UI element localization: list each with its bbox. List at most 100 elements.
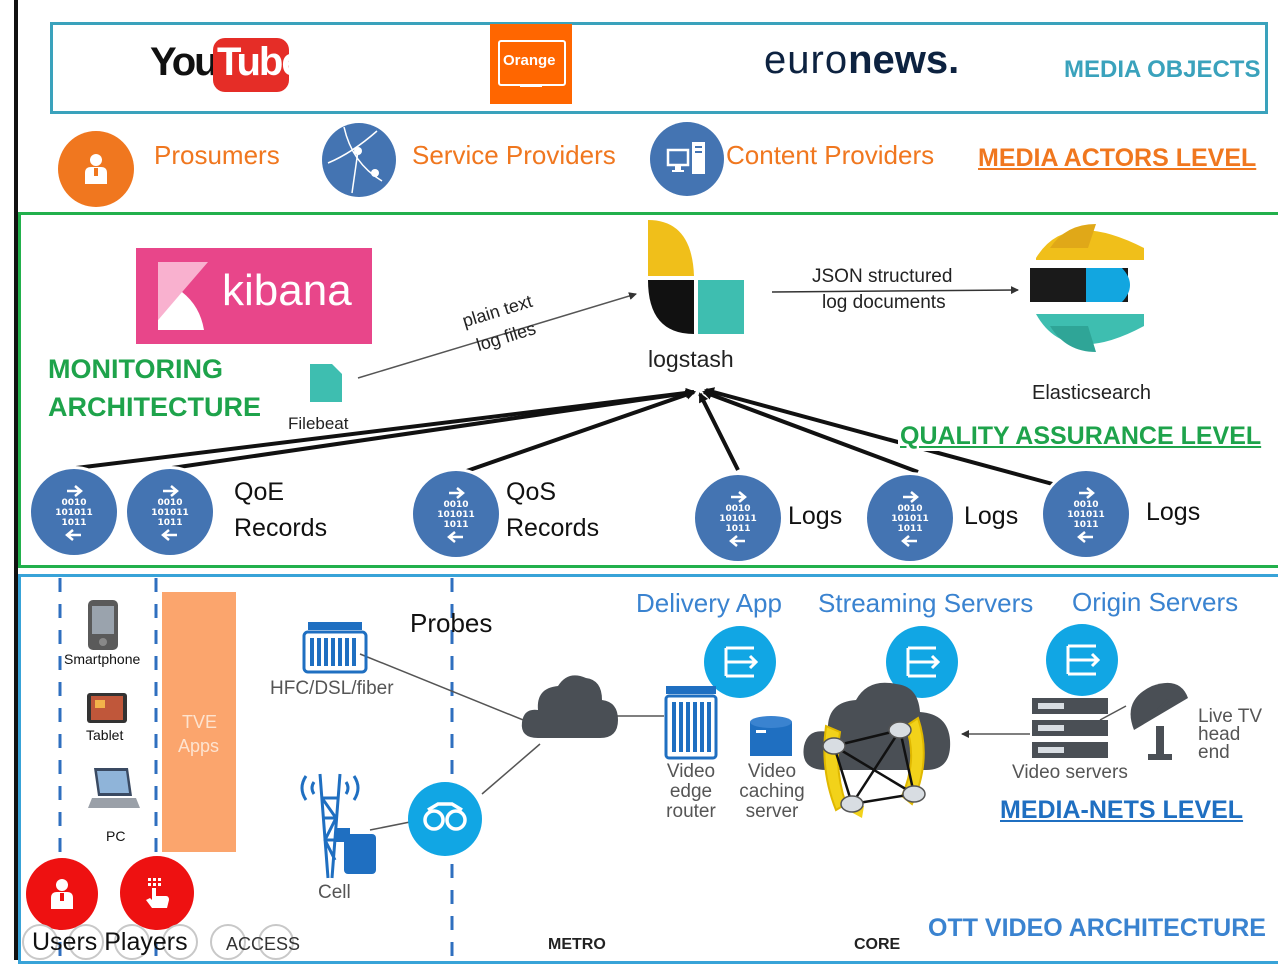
caching-server-icon [750, 716, 792, 756]
origin-probe-icon [1046, 624, 1118, 696]
cell-tower-icon [300, 773, 376, 879]
router-icon [408, 782, 482, 856]
youtube-logo: You Tube [150, 38, 304, 94]
euronews-logo: euronews. [764, 38, 959, 88]
kibana-logo: kibana [136, 248, 372, 344]
media-objects-title: MEDIA OBJECTS [1064, 56, 1261, 83]
edge-router-label-2: edge [669, 781, 713, 802]
logstash-logo [648, 220, 744, 334]
caching-server-label: Video caching server [734, 762, 810, 822]
youtube-tube-box [213, 38, 289, 92]
live-tv-label: Live TV head end [1198, 708, 1276, 762]
prosumers-label: Prosumers [154, 140, 280, 170]
elasticsearch-logo [1030, 224, 1144, 352]
json-label-2: log documents [822, 292, 946, 313]
metro-cloud-icon [521, 675, 618, 738]
orange-logo-stand [520, 84, 542, 87]
ott-title: OTT VIDEO ARCHITECTURE [928, 914, 1266, 942]
modem-icon [302, 622, 368, 674]
qos-label-2: Records [506, 514, 600, 542]
monitoring-frame [18, 212, 1278, 568]
media-objects-frame [50, 22, 1268, 114]
tve-apps-box: TVE Apps [162, 592, 236, 852]
pc-label: PC [106, 828, 126, 844]
orange-logo-text: Orange [503, 52, 556, 69]
core-label: CORE [854, 936, 901, 953]
streaming-servers-label: Streaming Servers [818, 588, 1034, 618]
metro-label: METRO [548, 936, 606, 953]
content-providers-icon [650, 122, 724, 196]
prosumers-icon [58, 131, 134, 207]
hfc-label: HFC/DSL/fiber [270, 678, 394, 699]
live-tv-label-2: head end [1198, 724, 1241, 762]
logs-label-2: Logs [964, 502, 1019, 530]
live-tv-label-1: Live TV [1198, 708, 1263, 727]
filebeat-label: Filebeat [288, 414, 349, 433]
smartphone-icon [88, 600, 118, 650]
qoe-label-2: Records [234, 514, 328, 542]
tve-label-1: TVE [182, 712, 218, 732]
video-servers-label: Video servers [1012, 762, 1128, 783]
json-label-1: JSON structured [812, 266, 953, 287]
orange-logo: Orange [490, 24, 572, 104]
logs-label-1: Logs [788, 502, 843, 530]
edge-router-label-1: Video [666, 761, 716, 782]
filebeat-icon [310, 364, 342, 402]
users-players-label: Users Players [32, 928, 188, 956]
probes-label: Probes [410, 608, 493, 638]
tve-label-2: Apps [178, 736, 220, 756]
edge-router-label: Video edge router [656, 762, 726, 822]
smartphone-label: Smartphone [64, 651, 141, 667]
users-icon [26, 858, 98, 930]
left-border-bar [14, 0, 18, 960]
core-network-icon [803, 682, 951, 818]
logstash-label: logstash [648, 346, 734, 372]
elasticsearch-label: Elasticsearch [1032, 382, 1151, 404]
cell-label: Cell [318, 882, 351, 903]
euronews-bold: news. [848, 38, 960, 82]
youtube-tube: Tube [217, 40, 304, 84]
qoe-label-1: QoE [234, 478, 285, 506]
content-providers-label: Content Providers [726, 140, 935, 170]
euronews-light: euro [764, 38, 849, 82]
logs-label-3: Logs [1146, 498, 1201, 526]
delivery-app-label: Delivery App [636, 588, 782, 618]
origin-servers-label: Origin Servers [1072, 587, 1239, 617]
edge-router-label-3: router [666, 801, 716, 822]
caching-server-label-3: server [745, 801, 799, 822]
edge-router-icon [664, 686, 718, 760]
media-nets-title: MEDIA-NETS LEVEL [1000, 796, 1244, 824]
monitoring-title-line1: MONITORING [48, 354, 223, 384]
qos-label-1: QoS [506, 478, 557, 506]
monitoring-title-line2: ARCHITECTURE [48, 392, 261, 422]
players-icon [120, 856, 194, 930]
quality-assurance-title: QUALITY ASSURANCE LEVEL [898, 422, 1264, 451]
youtube-you: You [150, 40, 219, 84]
kibana-text: kibana [222, 266, 352, 315]
faint-circles [22, 924, 294, 960]
caching-server-label-1: Video [747, 761, 797, 782]
service-providers-icon [322, 123, 396, 197]
tablet-icon [87, 693, 127, 723]
media-actors-title: MEDIA ACTORS LEVEL [978, 144, 1257, 172]
video-servers-icon [1032, 698, 1108, 758]
access-label: ACCESS [226, 934, 301, 954]
pc-icon [88, 768, 140, 808]
tablet-label: Tablet [86, 727, 124, 743]
service-providers-label: Service Providers [412, 140, 616, 170]
caching-server-label-2: caching [739, 781, 805, 802]
satellite-dish-icon [1130, 682, 1188, 760]
